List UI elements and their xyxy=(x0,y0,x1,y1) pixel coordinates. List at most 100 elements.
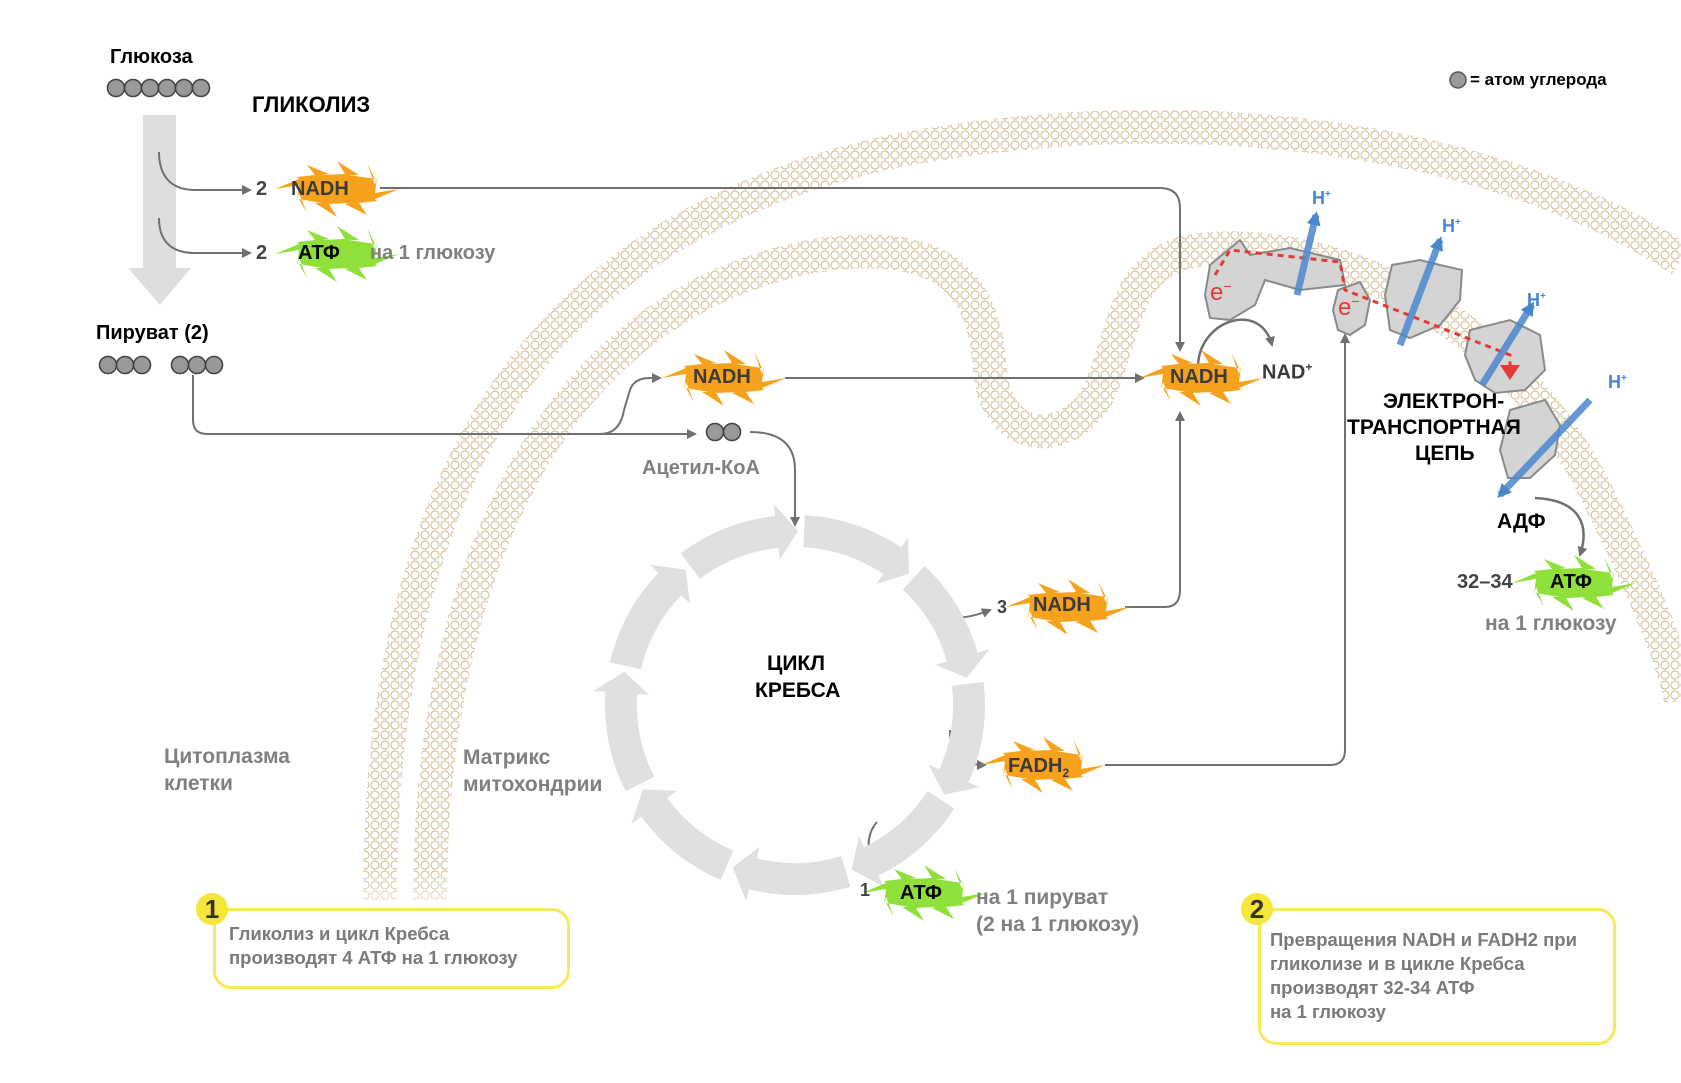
note-2-line-4: на 1 глюкозу xyxy=(1270,1001,1386,1022)
arrow-krebs-nadh-to-etc xyxy=(1125,411,1185,608)
carbon-atom xyxy=(106,78,126,98)
etc-complexes xyxy=(1203,238,1562,479)
arrow-nadh-to-nad xyxy=(1196,318,1275,366)
carbon-atom xyxy=(140,78,160,98)
arrow-adp-to-atp xyxy=(1534,496,1588,557)
glycolysis-atp-note: на 1 глюкозу xyxy=(370,242,496,264)
arrow-acetyl-to-krebs xyxy=(749,431,800,527)
note-text-2: Превращения NADH и FADH2 при гликолизе и… xyxy=(1270,928,1577,1024)
carbon-atom xyxy=(191,78,211,98)
proton-label-4: H+ xyxy=(1608,372,1627,393)
fadh-subscript: 2 xyxy=(1062,766,1070,780)
krebs-cycle-arrow-segment xyxy=(851,791,955,887)
carbon-atom xyxy=(132,355,152,375)
proton-arrows xyxy=(1293,211,1593,498)
proton-label-3: H+ xyxy=(1527,290,1546,311)
e-text: e xyxy=(1338,294,1352,321)
nadh-burst-krebs xyxy=(1006,579,1130,635)
carbon-atom xyxy=(722,422,742,442)
krebs-cycle-arrow-segment xyxy=(902,566,990,678)
etc-title-line1: ЭЛЕКТРОН- xyxy=(1383,390,1505,413)
krebs-cycle-arrow-segment xyxy=(631,789,734,880)
atp-synthase xyxy=(1498,398,1562,479)
e-text: e xyxy=(1210,279,1224,306)
carbon-atom xyxy=(98,355,118,375)
krebs-cycle-arrow-segment xyxy=(803,515,910,584)
cytoplasm-label-line2: клетки xyxy=(164,772,233,795)
arrow-to-atp xyxy=(158,217,252,258)
glycolysis-arrow xyxy=(128,115,191,305)
nad-text: NAD xyxy=(1262,361,1306,384)
proton-label-1: H+ xyxy=(1312,188,1331,209)
note-2-line-2: гликолизе и в цикле Кребса xyxy=(1270,953,1525,974)
complex-ii xyxy=(1331,280,1372,337)
acetyl-coa-label: Ацетил-КоА xyxy=(642,457,760,479)
etc-atp-note: на 1 глюкозу xyxy=(1485,612,1617,635)
fadh2-burst-krebs xyxy=(981,737,1105,793)
arrow-to-nadh xyxy=(158,151,252,195)
proton-arrow-3 xyxy=(1479,301,1535,387)
etc-title-line3: ЦЕПЬ xyxy=(1415,442,1475,465)
electron-label-2: e− xyxy=(1338,293,1360,321)
carbon-atom xyxy=(174,78,194,98)
etc-nadh-label: NADH xyxy=(1170,366,1228,388)
electron-label-1: e− xyxy=(1210,278,1232,306)
outer-membrane xyxy=(363,109,1681,901)
h-text: H xyxy=(1527,290,1540,310)
krebs-cycle-ring xyxy=(593,504,990,901)
carbon-atom xyxy=(204,355,224,375)
etc-atp-label: АТФ xyxy=(1550,571,1592,593)
matrix-label-line2: митохондрии xyxy=(463,773,603,796)
krebs-nadh-label: NADH xyxy=(1033,594,1091,616)
krebs-cycle-arrow-segment xyxy=(609,564,690,670)
krebs-atp-count: 1 xyxy=(860,880,871,900)
krebs-atp-label: АТФ xyxy=(900,882,942,904)
krebs-cycle-arrow-segment xyxy=(680,504,799,579)
note-1-line-1: Гликолиз и цикл Кребса xyxy=(229,923,450,944)
h-sup: + xyxy=(1325,189,1331,200)
carbon-atom-icon xyxy=(1449,71,1467,89)
note-badge-1: 1 xyxy=(196,893,228,925)
nad-superscript: + xyxy=(1305,360,1313,374)
nadh-burst-etc xyxy=(1139,350,1263,406)
carbon-atom xyxy=(123,78,143,98)
krebs-nadh-count: 3 xyxy=(997,597,1008,617)
pyruvate-label: Пируват (2) xyxy=(96,322,209,344)
adp-label: АДФ xyxy=(1497,510,1546,533)
note-2-line-3: производят 32-34 АТФ xyxy=(1270,977,1475,998)
proton-arrow-2 xyxy=(1396,236,1444,347)
cytoplasm-label-line1: Цитоплазма xyxy=(164,745,290,768)
note-badge-2: 2 xyxy=(1241,893,1273,925)
glucose-carbon-chain xyxy=(106,78,211,98)
h-text: H xyxy=(1442,216,1455,236)
glycolysis-title: ГЛИКОЛИЗ xyxy=(252,92,371,117)
krebs-atp-note-line1: на 1 пируват xyxy=(976,886,1109,909)
fadh2-label: FADH2 xyxy=(1008,755,1069,780)
legend-text: = атом углерода xyxy=(1470,70,1607,89)
acetyl-nadh-label: NADH xyxy=(693,366,751,388)
krebs-cycle-arrow-segment xyxy=(593,671,655,792)
krebs-cycle-arrow-segment xyxy=(732,846,851,901)
carbon-atom xyxy=(705,422,725,442)
electron-path xyxy=(1213,248,1512,365)
note-box-1 xyxy=(213,908,570,989)
carbon-atom xyxy=(115,355,135,375)
carbon-atom xyxy=(187,355,207,375)
acetyl-carbon-pair xyxy=(705,422,742,442)
nadh-burst-acetyl xyxy=(662,350,786,406)
nadh-burst-glycolysis xyxy=(275,161,399,217)
note-2-line-1: Превращения NADH и FADH2 при xyxy=(1270,929,1577,950)
glycolysis-atp-label: АТФ xyxy=(298,242,340,264)
proton-arrow-1 xyxy=(1293,211,1321,296)
etc-atp-count: 32–34 xyxy=(1457,571,1513,593)
nad-plus-label: NAD+ xyxy=(1262,360,1312,385)
note-text-1: Гликолиз и цикл Кребса производят 4 АТФ … xyxy=(229,922,518,970)
glycolysis-nadh-count: 2 xyxy=(256,178,268,200)
proton-arrow-4 xyxy=(1497,397,1593,498)
electron-path-arrowhead xyxy=(1500,365,1520,380)
krebs-title-line2: КРЕБСА xyxy=(755,679,841,702)
note-box-2 xyxy=(1258,908,1616,1045)
h-sup: + xyxy=(1540,291,1546,302)
note-1-line-2: производят 4 АТФ на 1 глюкозу xyxy=(229,947,518,968)
krebs-atp-note-line2: (2 на 1 глюкозу) xyxy=(976,913,1140,936)
